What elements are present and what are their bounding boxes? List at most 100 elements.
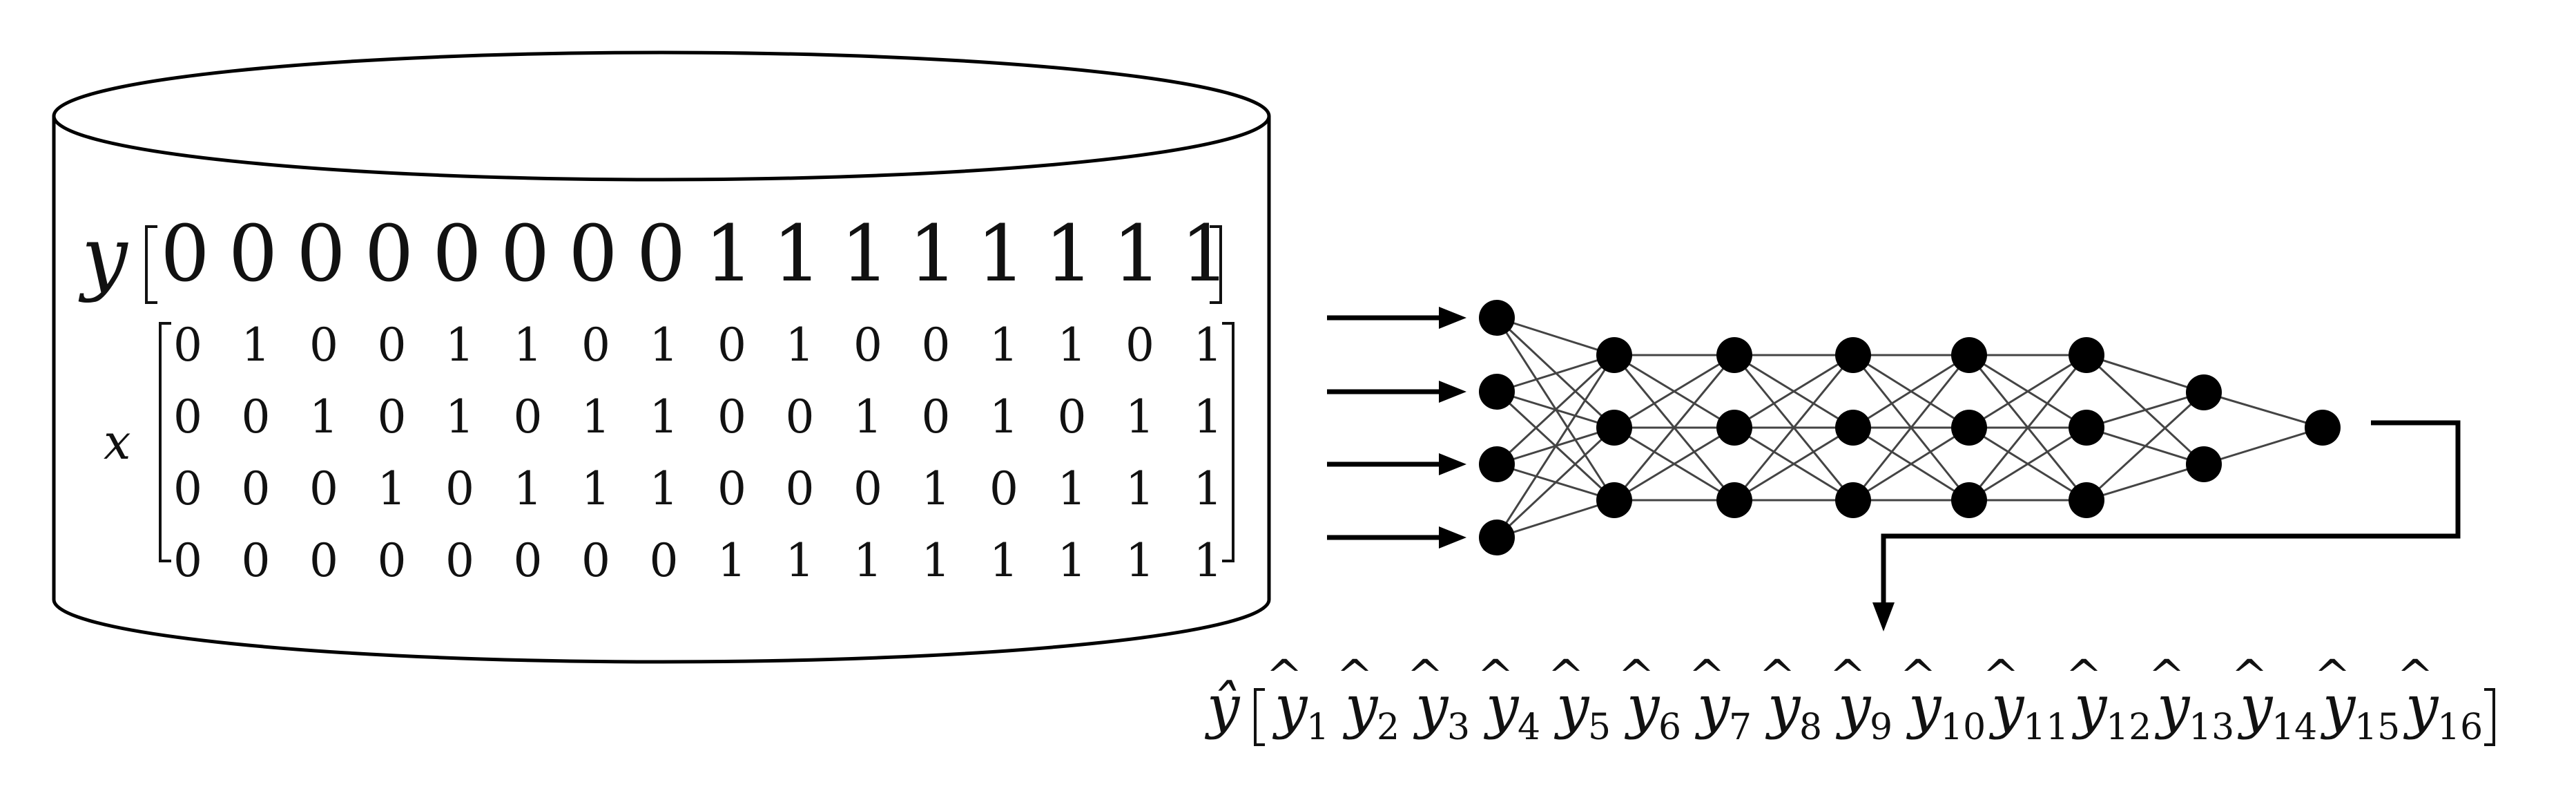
x-value: 1 <box>989 390 1018 444</box>
network-edge <box>2085 391 2205 502</box>
neuron-node <box>1479 374 1515 410</box>
neuron-node <box>1835 482 1871 518</box>
prediction-subscript: 16 <box>2437 707 2483 748</box>
x-value: 1 <box>1125 390 1154 444</box>
input-arrowhead <box>1439 526 1466 549</box>
prediction-symbol: y <box>1413 673 1449 741</box>
input-arrowhead <box>1439 307 1466 329</box>
prediction-subscript: 3 <box>1447 707 1470 748</box>
prediction-symbol: y <box>2071 673 2108 741</box>
prediction-item: ^y16 <box>2396 651 2483 748</box>
prediction-symbol: y <box>2154 673 2191 741</box>
x-value: 0 <box>853 462 882 515</box>
cylinder-top <box>52 50 1271 182</box>
network-edge <box>1852 354 1970 429</box>
x-value: 0 <box>922 390 951 444</box>
network-edge <box>2203 391 2323 429</box>
x-value: 0 <box>173 534 202 587</box>
hat-accent: ^ <box>1477 651 1514 702</box>
prediction-symbol: y <box>1624 673 1660 741</box>
neuron-node <box>1835 337 1871 373</box>
prediction-item: ^y3 <box>1406 651 1470 748</box>
prediction-item: ^y7 <box>1688 651 1752 748</box>
y-value: 0 <box>568 209 617 299</box>
prediction-symbol: y <box>1483 673 1520 741</box>
x-value: 1 <box>445 390 474 444</box>
x-value: 1 <box>242 318 271 372</box>
neuron-node <box>2069 337 2104 373</box>
prediction-symbol: y <box>1765 673 1801 741</box>
output-connector <box>1872 420 2461 631</box>
hat-accent: ^ <box>2148 651 2185 702</box>
neuron-node <box>1596 410 1632 446</box>
neuron-node <box>1835 410 1871 446</box>
neuron-node <box>2186 446 2222 482</box>
network-edge <box>1496 354 1615 393</box>
hat-accent: ^ <box>1406 651 1444 702</box>
prediction-item: ^y10 <box>1899 651 1986 748</box>
y-label: y <box>78 209 128 304</box>
hat-accent: ^ <box>1547 651 1585 702</box>
prediction-symbol: y <box>1906 673 1942 741</box>
y-left-bracket <box>145 225 157 304</box>
x-value: 0 <box>514 534 543 587</box>
neuron-node <box>1479 300 1515 336</box>
hat-accent: ^ <box>1899 651 1937 702</box>
x-value: 0 <box>445 462 474 515</box>
prediction-subscript: 10 <box>1940 707 1986 748</box>
x-value: 1 <box>853 534 882 587</box>
x-value: 1 <box>786 534 815 587</box>
network-edge <box>2086 463 2205 502</box>
network-edge <box>2086 391 2205 429</box>
x-value: 1 <box>1194 534 1223 587</box>
hat-accent: ^ <box>1759 651 1796 702</box>
hat-accent: ^ <box>2396 651 2434 702</box>
neuron-node <box>1716 337 1752 373</box>
x-value: 0 <box>786 462 815 515</box>
prediction-symbol: y <box>1835 673 1872 741</box>
network-edge <box>1852 426 1970 502</box>
x-label: x <box>104 414 130 470</box>
network-edge <box>1968 426 2087 502</box>
hat-accent: ^ <box>1618 651 1655 702</box>
network-edge <box>1852 354 1970 501</box>
x-value: 1 <box>1058 462 1087 515</box>
network-edge <box>1495 354 1616 466</box>
y-right-bracket <box>1210 225 1222 304</box>
y-value: 1 <box>1112 209 1161 299</box>
y-value: 0 <box>501 209 550 299</box>
prediction-item: ^y12 <box>2065 651 2151 748</box>
x-value: 0 <box>1125 318 1154 372</box>
prediction-symbol: y <box>2237 673 2274 741</box>
prediction-item: ^y5 <box>1547 651 1611 748</box>
network-edge <box>1496 316 1615 356</box>
x-value: 1 <box>309 390 338 444</box>
prediction-symbol: y <box>1553 673 1590 741</box>
x-value: 0 <box>853 318 882 372</box>
hat-accent: ^ <box>1982 651 2020 702</box>
prediction-subscript: 2 <box>1377 707 1400 748</box>
y-value: 1 <box>909 209 958 299</box>
prediction-item: ^y13 <box>2148 651 2234 748</box>
network-edge <box>1734 354 1854 429</box>
network-edge <box>1968 354 2087 429</box>
x-value: 1 <box>514 462 543 515</box>
x-value: 1 <box>786 318 815 372</box>
neuron-node <box>1596 482 1632 518</box>
prediction-item: ^y15 <box>2314 651 2400 748</box>
network-edge <box>1495 426 1616 539</box>
neuron-node <box>1596 337 1632 373</box>
x-value: 1 <box>650 390 679 444</box>
x-value: 1 <box>650 462 679 515</box>
prediction-subscript: 15 <box>2354 707 2400 748</box>
hat-accent: ^ <box>2065 651 2102 702</box>
x-value: 1 <box>581 462 610 515</box>
prediction-subscript: 4 <box>1518 707 1540 748</box>
prediction-right-bracket <box>2484 688 2495 746</box>
input-arrows <box>1327 307 1466 549</box>
hat-accent: ^ <box>2231 651 2268 702</box>
network-edge <box>2203 426 2323 466</box>
x-value: 0 <box>173 318 202 372</box>
hat-accent: ^ <box>1688 651 1725 702</box>
network-edge <box>1495 354 1616 538</box>
